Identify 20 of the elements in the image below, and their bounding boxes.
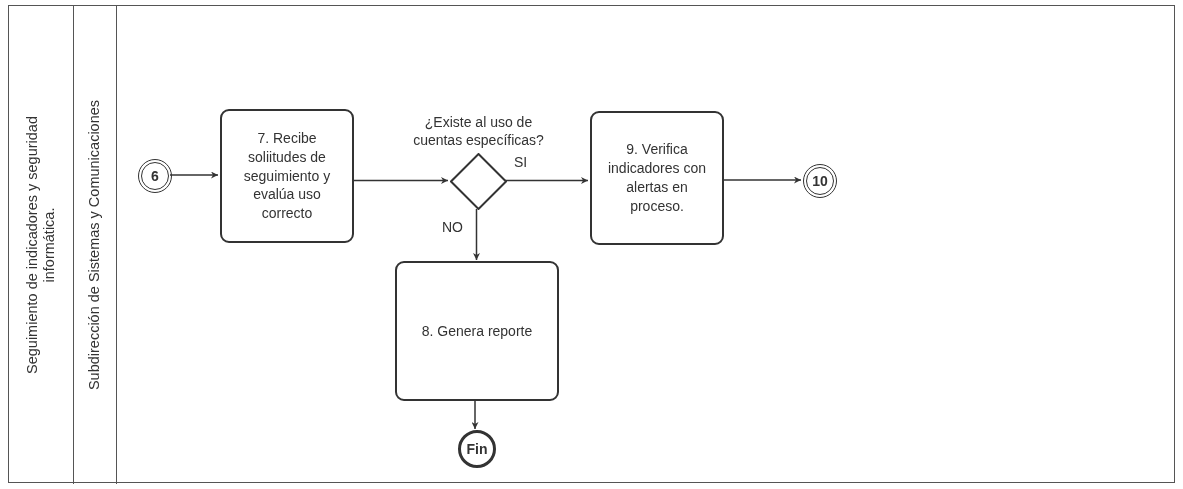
task-box (395, 261, 559, 401)
task-label: 9. Verifica indicadores con alertas en proceso. (606, 140, 708, 216)
arrow (351, 177, 449, 184)
decision-question: ¿Existe al uso de cuentas específicas? (412, 112, 545, 149)
lane-title: Subdirección de Sistemas y Comunicaciones (86, 99, 104, 391)
arrow (471, 399, 479, 430)
task-label: 7. Recibe soliitudes de seguimiento y evalúa uso correcto (242, 128, 332, 224)
end-event-circle (458, 430, 496, 468)
end-event-label: Fin (466, 441, 488, 457)
event-number: 10 (812, 173, 828, 189)
task-label: 8. Genera reporte (421, 321, 533, 341)
event-number: 6 (151, 168, 159, 184)
arrow (504, 177, 589, 184)
edge-label: NO (440, 219, 465, 235)
task-box (220, 109, 354, 243)
arrow (473, 208, 480, 261)
pool-title: Seguimiento de indicadores y seguridad informática. (23, 115, 58, 376)
arrow (169, 171, 219, 179)
task-box (590, 111, 724, 245)
arrow (721, 176, 802, 184)
